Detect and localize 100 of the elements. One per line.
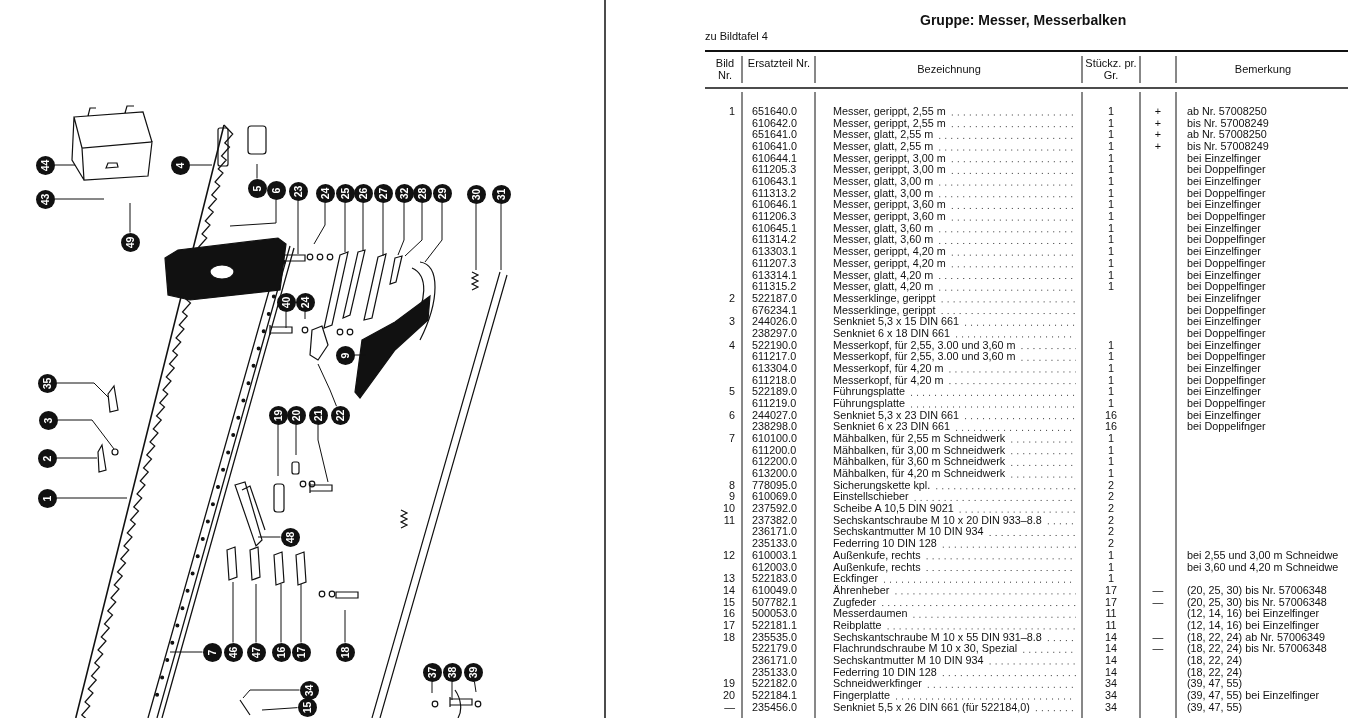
part-description: Messer, gerippt, 2,55 m	[833, 116, 946, 129]
leader-line	[475, 203, 477, 271]
remark: bei Doppelfinger	[1187, 397, 1267, 409]
quantity: 1	[1107, 256, 1115, 269]
quantity: 1	[1107, 350, 1115, 363]
quantity: 16	[1104, 408, 1118, 421]
callout-number: 17	[291, 642, 311, 662]
quantity: 1	[1107, 233, 1115, 246]
remark: bei Einzelfinger	[1187, 385, 1261, 398]
remark: bei Doppelfinger	[1187, 350, 1267, 363]
quantity: 2	[1107, 537, 1115, 550]
remark: bei Doppelfinger	[1187, 186, 1267, 199]
figure-number: 20	[722, 689, 735, 701]
part-number: 235535.0	[752, 630, 799, 643]
part-number: 610646.1	[752, 198, 799, 211]
figure-number: 14	[722, 583, 735, 596]
remark-mark: +	[1153, 105, 1163, 117]
part-number: 611217.0	[752, 350, 798, 363]
part-number: 613303.1	[752, 245, 799, 258]
part-number: 610643.1	[752, 175, 799, 188]
part-description: Messerklinge, gerippt	[833, 303, 936, 316]
leader-line	[295, 424, 297, 456]
remark: bei Einzelfinger	[1187, 361, 1261, 374]
callout-number: 29	[432, 183, 452, 203]
part-number: 610049.0	[752, 583, 799, 596]
part-number: 522183.0	[752, 572, 799, 585]
part-number: 610069.0	[752, 490, 799, 503]
remark: bei Einzelfinger	[1187, 221, 1261, 234]
part-description: Messer, glatt, 2,55 m	[833, 140, 934, 153]
leader-line	[277, 424, 279, 477]
part-number: 238297.0	[752, 326, 799, 339]
leader-line	[169, 651, 203, 653]
quantity: 14	[1104, 642, 1118, 655]
remark: bei Einzelfinger	[1187, 245, 1262, 258]
callout-number: 9	[335, 345, 355, 365]
leader-line	[56, 457, 98, 459]
leader-line	[424, 202, 443, 263]
remark: bei Doppelfinger	[1187, 326, 1267, 339]
column-header: Ersatzteil Nr.	[746, 57, 812, 69]
figure-number: 8	[728, 478, 735, 491]
quantity: 1	[1107, 467, 1115, 480]
callout-number: 47	[246, 642, 266, 662]
callout-number: 22	[330, 405, 350, 425]
quantity: 1	[1107, 151, 1115, 164]
callout-number: 21	[308, 405, 328, 425]
part-number: 610645.1	[752, 221, 799, 234]
part-number: 611206.3	[752, 210, 798, 223]
quantity: 2	[1107, 502, 1115, 515]
part-number: 611200.0	[752, 443, 798, 456]
figure-number: 16	[722, 607, 735, 620]
callout-number: 20	[286, 405, 306, 425]
leader-line	[382, 202, 384, 257]
remark: (18, 22, 24) ab Nr. 57006349	[1187, 630, 1327, 643]
remark-mark: —	[1151, 595, 1165, 608]
remark: bei Einzelifnger	[1187, 291, 1261, 304]
part-number: 612003.0	[752, 560, 799, 573]
remark-mark: +	[1153, 128, 1163, 141]
figure-number: 7	[728, 432, 735, 445]
part-description: Eckfinger	[833, 572, 878, 585]
callout-number: 49	[120, 232, 140, 252]
leader-line	[473, 680, 477, 693]
figure-number: 12	[722, 548, 735, 561]
part-number: 613200.0	[752, 467, 799, 480]
part-number: 612200.0	[752, 455, 799, 468]
leader-line	[189, 164, 213, 166]
figure-number: 15	[722, 595, 735, 608]
quantity: 1	[1107, 280, 1115, 293]
quantity: 2	[1107, 478, 1115, 491]
callout-number: 38	[442, 662, 462, 682]
remark: bei Einzelfinger	[1187, 408, 1261, 421]
part-number: 500053.0	[752, 607, 799, 620]
part-number: 613304.0	[752, 361, 799, 374]
part-number: 236171.0	[752, 653, 799, 666]
quantity: 1	[1107, 572, 1115, 585]
part-description: Sechskantschraube M 10 x 55 DIN 931–8.8	[833, 630, 1042, 643]
quantity: 1	[1107, 548, 1115, 561]
leader-line	[257, 536, 281, 538]
part-description: Mähbalken, für 4,20 m Schneidwerk	[833, 467, 1006, 480]
part-description: Flachrundschraube M 10 x 30, Spezial	[833, 642, 1018, 655]
leader-line	[56, 497, 128, 499]
quantity: 1	[1107, 163, 1115, 176]
part-description: Messer, gerippt, 3,00 m	[833, 163, 946, 176]
leader-line	[297, 200, 299, 255]
remark: (39, 47, 55) bei Einzelfinger	[1187, 689, 1321, 701]
column-header: Bemerkung	[1233, 63, 1293, 75]
part-number: 522189.0	[752, 385, 799, 398]
callout-number: 16	[271, 642, 291, 662]
part-number: 676234.1	[752, 303, 799, 316]
quantity: 1	[1107, 210, 1115, 223]
part-description: Messerdaumen	[833, 607, 908, 620]
leader-line	[256, 163, 258, 179]
callout-number: 40	[276, 292, 296, 312]
part-description: Federring 10 DIN 128	[833, 665, 937, 678]
part-description: Sicherungskette kpl.	[833, 478, 931, 491]
part-description: Messer, glatt, 3,60 m	[833, 233, 934, 246]
part-number: 611205.3	[752, 163, 798, 176]
callout-number: 15	[297, 697, 317, 717]
part-description: Messer, glatt, 2,55 m	[833, 128, 934, 141]
quantity: 1	[1107, 198, 1115, 211]
callout-number: 3	[38, 410, 58, 430]
